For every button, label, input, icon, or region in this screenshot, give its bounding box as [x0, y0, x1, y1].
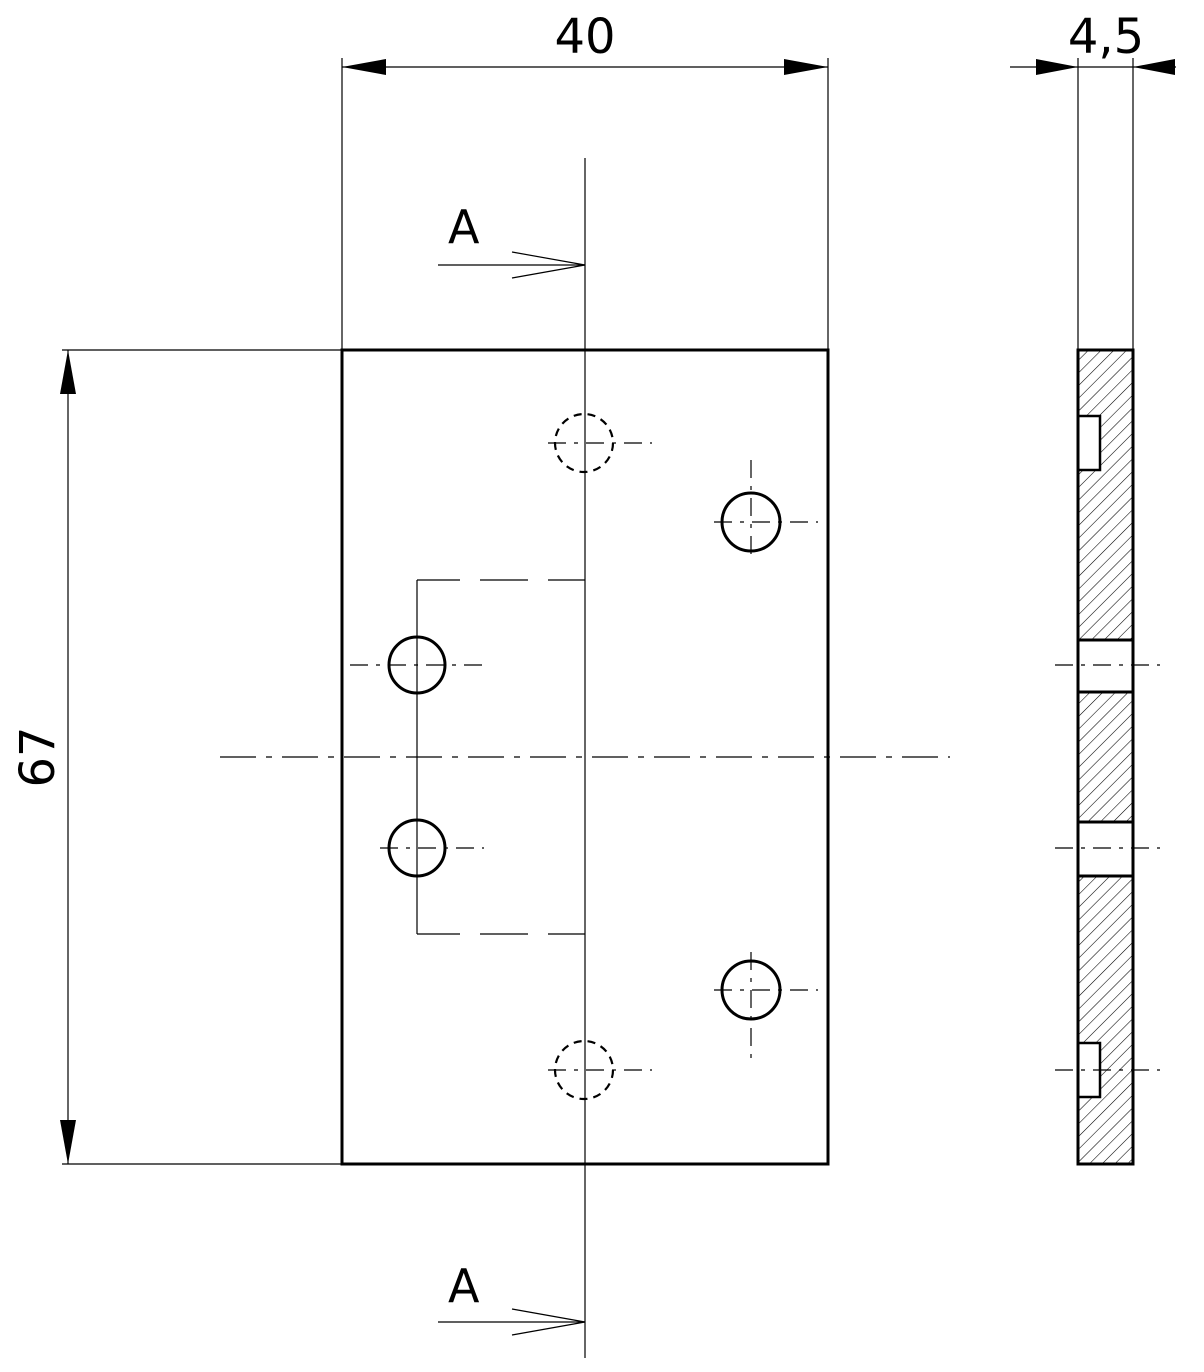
width-dimension — [341, 58, 829, 350]
side-section-view: 4,5 — [1010, 9, 1176, 1166]
height-dimension-label: 67 — [10, 726, 66, 787]
thickness-dimension-label: 4,5 — [1068, 9, 1144, 65]
hatched-region-1 — [1078, 350, 1133, 640]
section-label-bottom: A — [448, 1259, 480, 1313]
front-view: A A 40 67 — [10, 9, 950, 1358]
section-label-top: A — [448, 200, 480, 254]
hidden-hole-bottom — [548, 1039, 652, 1101]
hatched-region-2 — [1078, 692, 1133, 822]
hidden-hole-top — [548, 412, 652, 474]
counterbore-top — [1076, 414, 1102, 472]
section-arrow-top — [438, 251, 586, 279]
hatched-region-3 — [1078, 876, 1133, 1164]
hole-right-bottom — [714, 952, 818, 1060]
hole-left-bottom — [380, 818, 484, 878]
section-arrow-bottom — [438, 1308, 586, 1336]
hole-right-top — [714, 460, 818, 560]
width-dimension-label: 40 — [554, 9, 615, 65]
height-dimension — [60, 349, 342, 1165]
hole-left-top — [350, 635, 484, 695]
side-outline — [1076, 348, 1135, 1166]
thickness-dimension — [1010, 58, 1176, 350]
